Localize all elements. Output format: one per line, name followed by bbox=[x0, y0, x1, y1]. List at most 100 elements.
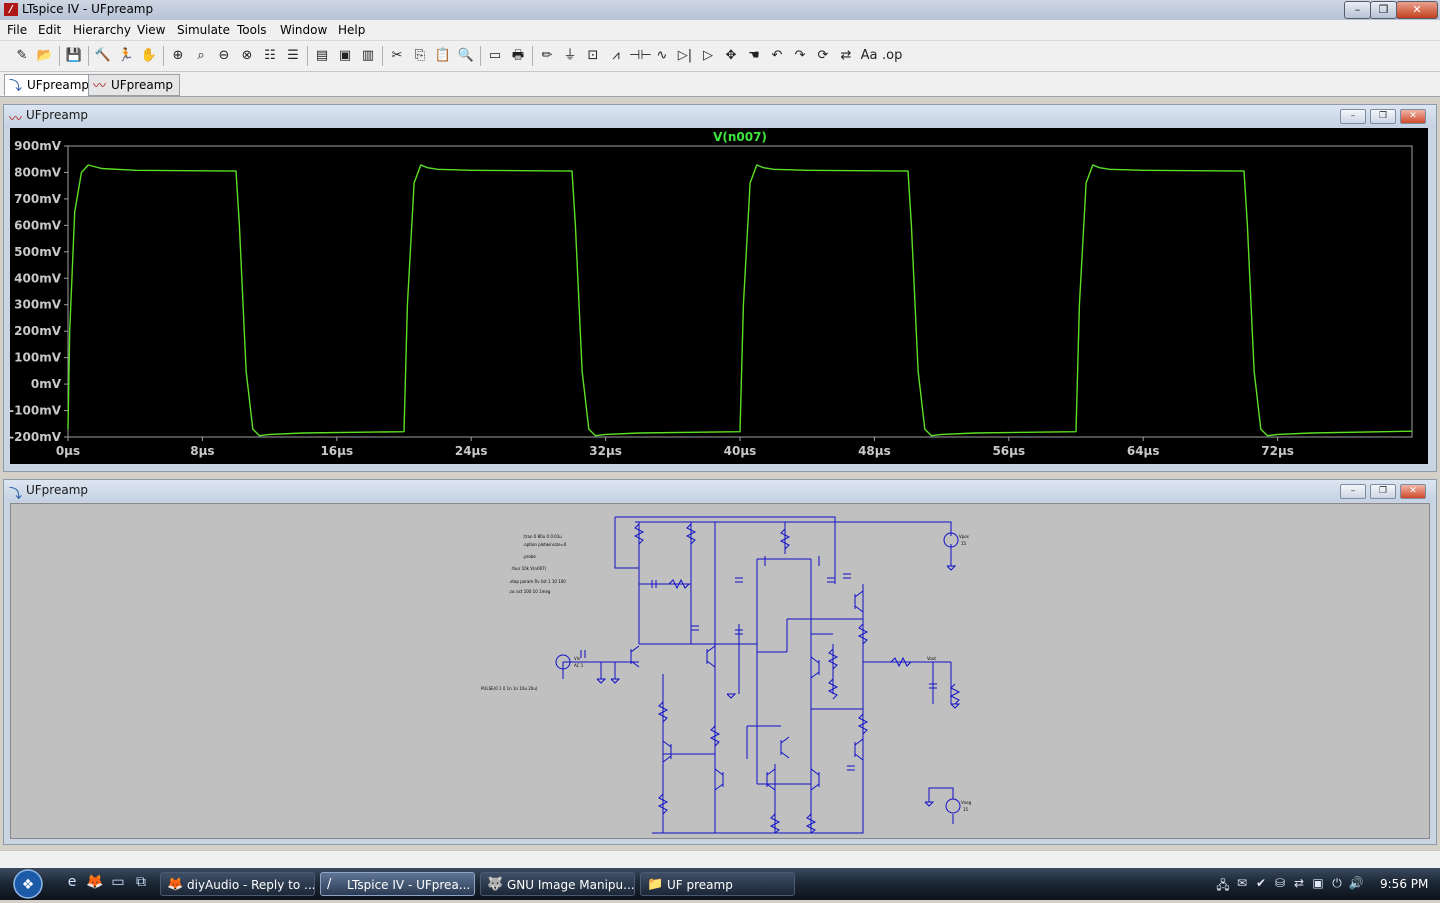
display-icon[interactable]: ▣ bbox=[1312, 876, 1324, 890]
directive-tran[interactable]: ;tran 0 80u 0 0.01u bbox=[523, 534, 562, 539]
x-tick-label: 32µs bbox=[589, 444, 622, 458]
menu-view[interactable]: View bbox=[137, 23, 166, 37]
usb-icon[interactable]: ⛁ bbox=[1274, 876, 1286, 890]
resistor-icon[interactable]: ⩘ bbox=[612, 48, 620, 63]
tab-waveform[interactable]: 〰 UFpreamp bbox=[88, 74, 181, 96]
vneg-value: 15 bbox=[963, 807, 969, 812]
open-icon[interactable]: 📂 bbox=[36, 48, 54, 63]
waveform-close-button[interactable]: ✕ bbox=[1400, 109, 1426, 124]
print-icon[interactable]: 🖶 bbox=[511, 48, 525, 63]
grid-icon[interactable]: ☰ bbox=[287, 48, 299, 63]
spice-directive-icon[interactable]: .op bbox=[882, 48, 903, 63]
menu-hierarchy[interactable]: Hierarchy bbox=[73, 23, 132, 37]
schematic-restore-button[interactable]: ❐ bbox=[1370, 484, 1396, 499]
start-button[interactable]: ❖ bbox=[8, 868, 48, 900]
inductor-icon[interactable]: ∿ bbox=[656, 48, 668, 63]
paste-icon[interactable]: 📋 bbox=[434, 48, 452, 63]
tab-schematic[interactable]: ⤵ UFpreamp bbox=[4, 74, 97, 96]
autorange-icon[interactable]: ☷ bbox=[264, 48, 276, 63]
menu-help[interactable]: Help bbox=[338, 23, 366, 37]
mirror-icon[interactable]: ⇄ bbox=[840, 48, 852, 63]
taskbar-task-label: LTspice IV - UFprea... bbox=[347, 878, 471, 892]
zoom-area-icon[interactable]: ⌕ bbox=[197, 48, 205, 63]
schematic-drawing[interactable]: ;tran 0 80u 0 0.01u .option plotwinsize=… bbox=[11, 504, 1429, 838]
security-icon[interactable]: ✔ bbox=[1255, 876, 1267, 890]
volume-icon[interactable]: 🔊 bbox=[1348, 876, 1364, 890]
label-net-icon[interactable]: ⊡ bbox=[587, 48, 599, 63]
y-tick-label: -200mV bbox=[10, 430, 62, 444]
waveform-restore-button[interactable]: ❐ bbox=[1370, 109, 1396, 124]
undo-icon[interactable]: ↶ bbox=[771, 48, 783, 63]
network2-icon[interactable]: ⇄ bbox=[1293, 876, 1305, 890]
new-schematic-icon[interactable]: ✎ bbox=[16, 48, 28, 63]
drag-icon[interactable]: ☚ bbox=[748, 48, 760, 63]
messenger-icon[interactable]: ✉ bbox=[1236, 876, 1248, 890]
directive-step[interactable]: .step param Rv list 1 10 100 bbox=[509, 579, 566, 584]
text-icon[interactable]: Aa bbox=[860, 48, 878, 63]
waveform-chart[interactable]: V(n007)900mV800mV700mV600mV500mV400mV300… bbox=[9, 128, 1428, 464]
schematic-canvas[interactable]: ;tran 0 80u 0 0.01u .option plotwinsize=… bbox=[10, 503, 1430, 839]
toolbar-separator bbox=[532, 46, 533, 66]
network-icon[interactable]: 🖧 bbox=[1216, 878, 1230, 892]
y-tick-label: 700mV bbox=[14, 192, 62, 206]
save-icon[interactable]: 💾 bbox=[65, 48, 83, 63]
taskbar-task[interactable]: 🐺GNU Image Manipu... bbox=[480, 872, 635, 896]
clock[interactable]: 9:56 PM bbox=[1380, 877, 1429, 891]
menu-simulate[interactable]: Simulate bbox=[177, 23, 231, 37]
find-icon[interactable]: 🔍 bbox=[457, 48, 475, 63]
series-line-vn007[interactable] bbox=[67, 164, 1413, 437]
folder-icon: 📁 bbox=[647, 877, 664, 892]
zoom-in-icon[interactable]: ⊕ bbox=[172, 48, 184, 63]
move-icon[interactable]: ✥ bbox=[725, 48, 737, 63]
redo-icon[interactable]: ↷ bbox=[794, 48, 806, 63]
capacitor-icon[interactable]: ⊣⊢ bbox=[629, 48, 652, 63]
x-tick-label: 48µs bbox=[858, 444, 891, 458]
trace-label[interactable]: V(n007) bbox=[713, 130, 767, 144]
firefox-icon[interactable]: 🦊 bbox=[86, 874, 104, 890]
ground-icon[interactable]: ⏚ bbox=[563, 48, 577, 63]
directive-ac[interactable]: ;ac oct 100 10 1meg bbox=[509, 589, 551, 594]
close-button[interactable]: ✕ bbox=[1396, 1, 1438, 19]
control-panel-icon[interactable]: 🔨 bbox=[94, 48, 112, 63]
menu-window[interactable]: Window bbox=[280, 23, 328, 37]
cascade-icon[interactable]: ▣ bbox=[338, 48, 352, 63]
rotate-icon[interactable]: ⟳ bbox=[817, 48, 829, 63]
cut-icon[interactable]: ✂ bbox=[391, 48, 403, 63]
tile-horizontal-icon[interactable]: ▤ bbox=[315, 48, 329, 63]
taskbar-task[interactable]: /LTspice IV - UFprea... bbox=[320, 872, 475, 896]
directive-option[interactable]: .option plotwinsize=0 bbox=[523, 542, 567, 547]
schematic-minimize-button[interactable]: – bbox=[1340, 484, 1366, 499]
diode-icon[interactable]: ▷| bbox=[677, 48, 693, 63]
zoom-out-icon[interactable]: ⊖ bbox=[218, 48, 230, 63]
directive-probe[interactable]: .probe bbox=[523, 554, 536, 559]
minimize-button[interactable]: – bbox=[1344, 1, 1371, 19]
component-icon[interactable]: ▷ bbox=[703, 48, 713, 63]
run-icon[interactable]: 🏃 bbox=[117, 48, 135, 63]
x-tick-label: 0µs bbox=[56, 444, 80, 458]
menu-edit[interactable]: Edit bbox=[38, 23, 62, 37]
switch-windows-icon[interactable]: ⧉ bbox=[136, 874, 146, 890]
schematic-close-button[interactable]: ✕ bbox=[1400, 484, 1426, 499]
ie-icon[interactable]: e bbox=[67, 874, 77, 890]
taskbar-task[interactable]: 📁UF preamp bbox=[640, 872, 795, 896]
pulse-source-label[interactable]: PULSE(0 1 0 1n 1n 10u 20u) bbox=[481, 686, 538, 691]
y-tick-label: 100mV bbox=[14, 351, 62, 365]
waveform-minimize-button[interactable]: – bbox=[1340, 109, 1366, 124]
tile-vertical-icon[interactable]: ▥ bbox=[361, 48, 375, 63]
directive-four[interactable]: .four 10k V(n007) bbox=[511, 566, 547, 571]
print-preview-icon[interactable]: ▭ bbox=[488, 48, 502, 63]
ltspice-app-icon[interactable]: / bbox=[4, 3, 18, 16]
wire-icon[interactable]: ✏ bbox=[541, 48, 553, 63]
restore-button[interactable]: ❐ bbox=[1370, 1, 1397, 19]
menu-file[interactable]: File bbox=[7, 23, 28, 37]
taskbar-task[interactable]: 🦊diyAudio - Reply to ... bbox=[160, 872, 315, 896]
power-icon[interactable]: ⏻ bbox=[1332, 876, 1342, 890]
pan-icon[interactable]: ✋ bbox=[140, 48, 158, 63]
x-tick-label: 16µs bbox=[320, 444, 353, 458]
zoom-fit-icon[interactable]: ⊗ bbox=[241, 48, 253, 63]
copy-icon[interactable]: ⎘ bbox=[414, 48, 426, 63]
window-title: LTspice IV - UFpreamp bbox=[22, 2, 154, 16]
show-desktop-icon[interactable]: ▭ bbox=[111, 874, 125, 890]
menu-tools[interactable]: Tools bbox=[237, 23, 267, 37]
